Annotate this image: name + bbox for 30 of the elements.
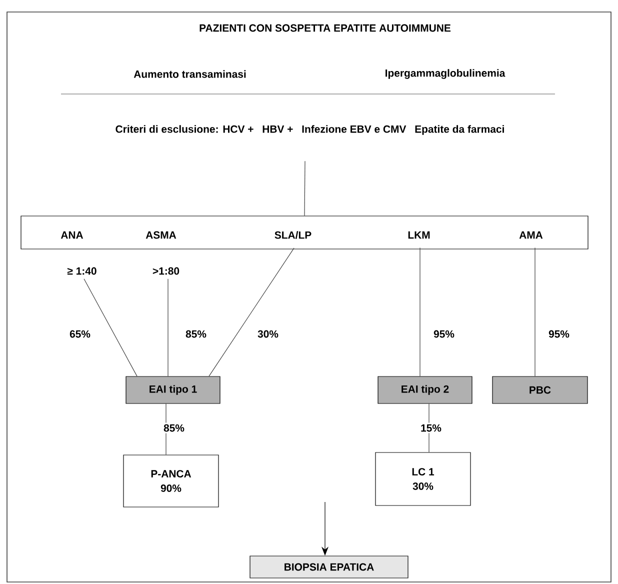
node-text: SLA/LP — [274, 231, 312, 239]
node-text: >1:80 — [152, 267, 180, 275]
edge-label: 15% — [419, 422, 443, 434]
edge-label: 85% — [184, 328, 208, 340]
connector-line — [84, 278, 138, 376]
node-text: ≥ 1:40 — [67, 267, 96, 275]
diagnosis-box: EAI tipo 2 — [378, 376, 472, 404]
connector-line — [534, 248, 536, 376]
edge-label: 30% — [256, 328, 280, 340]
edge-label: 85% — [162, 422, 186, 434]
diagnosis-box: PBC — [492, 376, 588, 404]
edge-label: 95% — [547, 328, 571, 340]
connector-line — [208, 248, 294, 376]
node-text: ASMA — [146, 231, 176, 239]
antibody-band — [20, 216, 588, 250]
edge-label: 65% — [68, 328, 92, 340]
node-text: Criteri di esclusione: HCV + HBV + Infezione EBV e CMV Epatite da farmaci — [116, 125, 504, 135]
header-text: Aumento transaminasi — [134, 70, 246, 78]
connector-line — [304, 160, 306, 216]
node-text: AMA — [519, 231, 543, 239]
biopsy-box: BIOPSIA EPATICA — [250, 556, 408, 578]
edge-label: 95% — [432, 328, 456, 340]
marker-box: P-ANCA 90% — [123, 454, 219, 508]
marker-box: LC 1 30% — [375, 452, 471, 506]
header-text: Ipergammaglobulinemia — [386, 69, 506, 79]
title: PAZIENTI CON SOSPETTA EPATITE AUTOIMMUNE — [200, 24, 451, 32]
connector-line — [428, 404, 430, 452]
node-text: LKM — [408, 231, 430, 239]
diagnosis-box: EAI tipo 1 — [126, 376, 220, 404]
node-text: ANA — [60, 231, 84, 239]
